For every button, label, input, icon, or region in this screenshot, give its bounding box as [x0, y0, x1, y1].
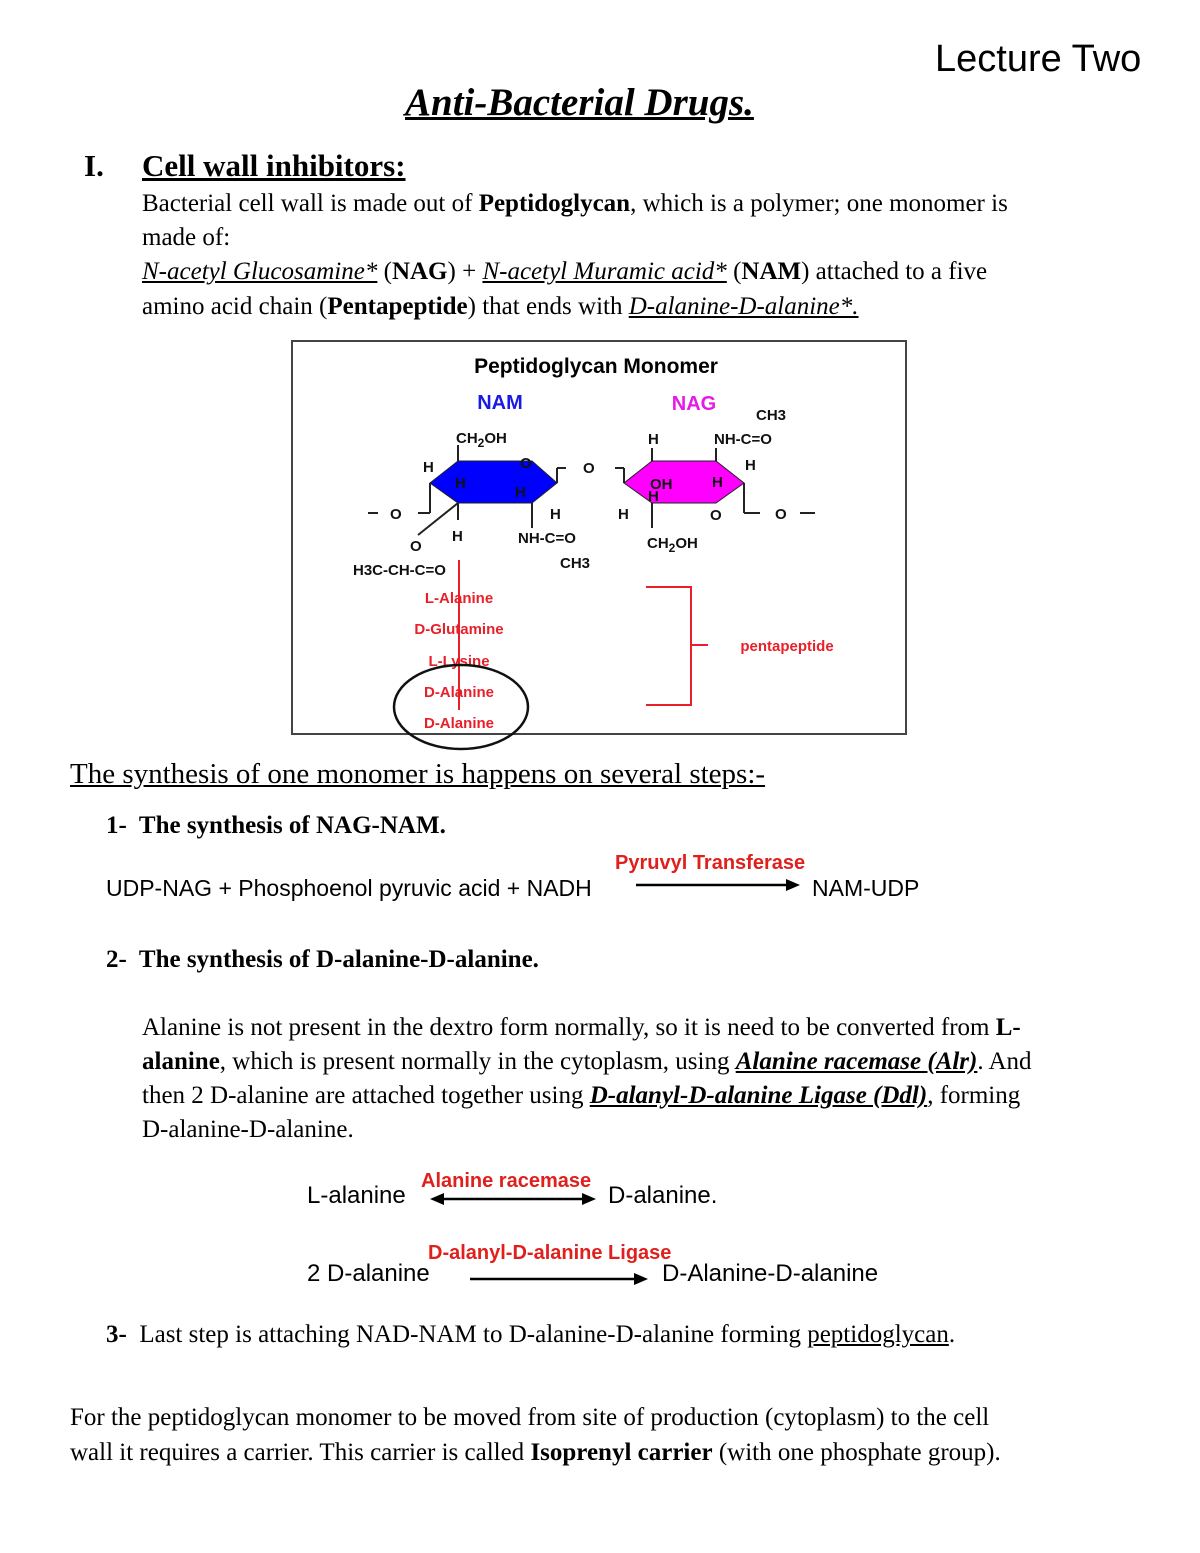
paragraph-line: N-acetyl Glucosamine* (NAG) + N-acetyl M… — [142, 258, 988, 285]
paragraph-line: Bacterial cell wall is made out of Pepti… — [142, 190, 1008, 217]
h-label: H — [550, 506, 561, 523]
lactyl-label: H3C-CH-C=O — [353, 562, 446, 579]
h-label: H — [648, 431, 659, 448]
page-title: Anti-Bacterial Drugs. — [405, 81, 754, 124]
peptidoglycan-diagram: Peptidoglycan Monomer NAM NAG CH2OH O H … — [291, 340, 907, 751]
pentapeptide-label: pentapeptide — [740, 638, 833, 655]
nam-label: NAM — [477, 392, 523, 414]
h-label: H — [423, 459, 434, 476]
paragraph-line: amino acid chain (Pentapeptide) that end… — [142, 293, 859, 320]
chain-residue: D-Alanine — [424, 684, 494, 701]
oxygen-right: O — [775, 506, 787, 523]
lecture-label: Lecture Two — [935, 38, 1142, 80]
nhco-label: NH-C=O — [714, 431, 772, 448]
paragraph-line: Alanine is not present in the dextro for… — [142, 1014, 1021, 1041]
ring-oxygen: O — [710, 507, 722, 524]
nhco-label: NH-C=O — [518, 530, 576, 547]
h-label: H — [515, 484, 526, 501]
enzyme-label: Pyruvyl Transferase — [615, 852, 806, 874]
chain-residue: D-Alanine — [424, 715, 494, 732]
closing-line: wall it requires a carrier. This carrier… — [70, 1439, 1001, 1466]
arrow-icon — [470, 1273, 648, 1285]
enzyme-label: D-alanyl-D-alanine Ligase — [428, 1242, 672, 1264]
diagram-frame — [291, 340, 907, 735]
nag-label: NAG — [672, 393, 716, 415]
reaction-product: D-alanine. — [608, 1182, 718, 1209]
h-label: H — [712, 474, 723, 491]
h-label: H — [452, 528, 463, 545]
double-arrow-icon — [430, 1193, 596, 1205]
glycosidic-oxygen: O — [583, 460, 595, 477]
step3-text: 3- Last step is attaching NAD-NAM to D-a… — [106, 1321, 956, 1348]
diagram-title: Peptidoglycan Monomer — [474, 355, 718, 378]
reaction-reactant: L-alanine — [307, 1182, 406, 1209]
chain-residue: D-Glutamine — [414, 621, 503, 638]
step2-heading: 2- The synthesis of D-alanine-D-alanine. — [106, 946, 539, 973]
chain-residue: L-Alanine — [425, 590, 493, 607]
paragraph-line: D-alanine-D-alanine. — [142, 1116, 354, 1143]
h-label: H — [618, 506, 629, 523]
step1-heading: 1- The synthesis of NAG-NAM. — [106, 812, 446, 839]
h-label: H — [648, 488, 659, 505]
paragraph-line: made of: — [142, 224, 231, 251]
ch3-label: CH3 — [560, 555, 590, 572]
section-heading: Cell wall inhibitors: — [142, 148, 406, 183]
ether-oxygen: O — [410, 538, 422, 555]
paragraph-line: then 2 D-alanine are attached together u… — [142, 1082, 1021, 1109]
reaction-product: D-Alanine-D-alanine — [662, 1260, 879, 1287]
enzyme-label: Alanine racemase — [421, 1170, 592, 1192]
ch2oh-label: CH2OH — [456, 430, 507, 450]
oh-label: OH — [650, 476, 673, 493]
h-label: H — [455, 475, 466, 492]
paragraph-line: alanine, which is present normally in th… — [142, 1048, 1032, 1075]
d-ala-d-ala-circle — [392, 663, 530, 751]
reaction-reactant: 2 D-alanine — [307, 1260, 430, 1287]
closing-line: For the peptidoglycan monomer to be move… — [70, 1404, 990, 1431]
ring-oxygen: O — [520, 455, 532, 472]
reaction-product: NAM-UDP — [812, 875, 920, 901]
steps-heading: The synthesis of one monomer is happens … — [70, 758, 766, 790]
section-numeral: I. — [84, 148, 104, 183]
bonds — [368, 445, 815, 710]
ch2oh-label: CH2OH — [647, 535, 698, 555]
arrow-icon — [636, 879, 800, 891]
ch3-label: CH3 — [756, 407, 786, 424]
reaction-reactants: UDP-NAG + Phosphoenol pyruvic acid + NAD… — [106, 875, 592, 901]
h-label: H — [745, 457, 756, 474]
oxygen-left: O — [390, 506, 402, 523]
